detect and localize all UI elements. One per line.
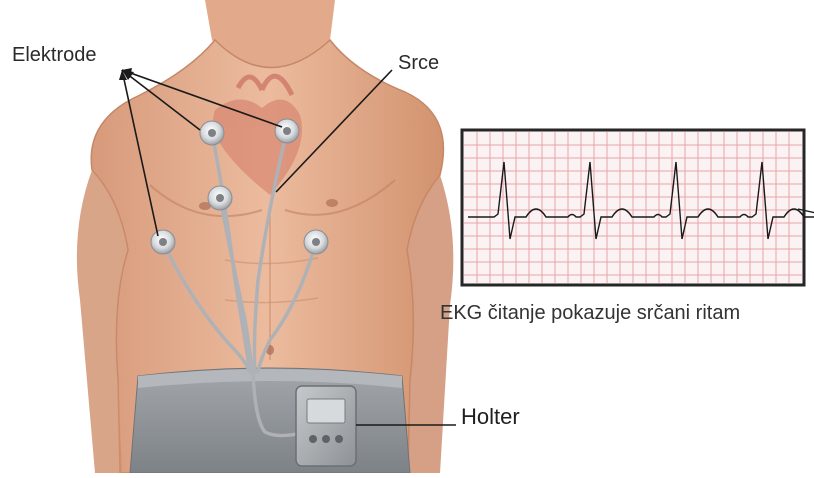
electrode (151, 230, 175, 254)
electrode (304, 230, 328, 254)
holter-device (296, 386, 356, 466)
electrode (200, 121, 224, 145)
holter-label: Holter (461, 404, 520, 430)
electrode (275, 119, 299, 143)
heart-label: Srce (398, 52, 439, 75)
electrode (208, 186, 232, 210)
electrodes-label: Elektrode (12, 44, 97, 67)
ecg-strip (462, 130, 814, 285)
ecg-caption: EKG čitanje pokazuje srčani ritam (440, 302, 740, 325)
